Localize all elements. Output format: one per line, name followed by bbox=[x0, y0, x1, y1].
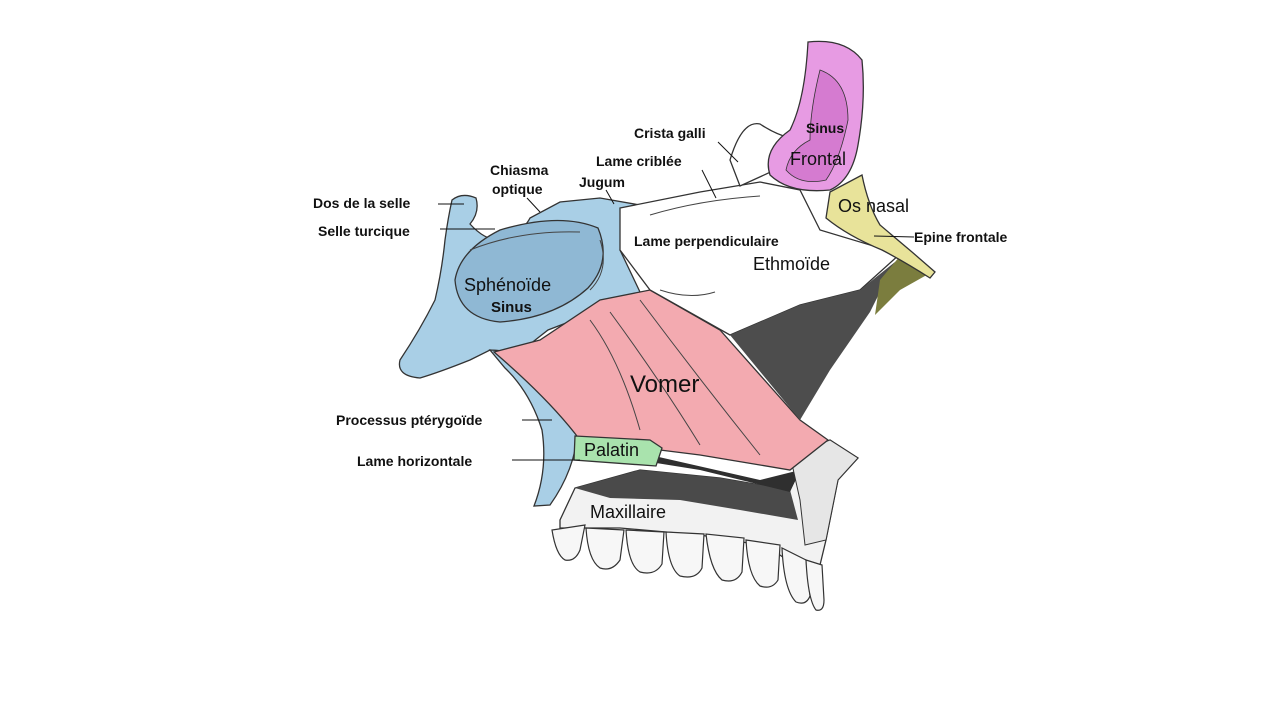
leader-epine-frontale bbox=[873, 235, 915, 238]
labels: Dos de la selle Selle turcique Chiasma o… bbox=[313, 120, 1008, 522]
tooth bbox=[705, 533, 745, 582]
tooth bbox=[781, 547, 811, 604]
tooth bbox=[585, 527, 625, 570]
tooth bbox=[745, 539, 781, 588]
frontal-sinus bbox=[785, 69, 849, 183]
label-dos-de-la-selle: Dos de la selle bbox=[313, 195, 410, 211]
label-sphenoide: Sphénoïde bbox=[464, 275, 551, 295]
tooth bbox=[665, 531, 705, 578]
tooth bbox=[551, 524, 586, 561]
label-epine-frontale: Epine frontale bbox=[914, 229, 1008, 245]
label-os-nasal: Os nasal bbox=[838, 196, 909, 216]
maxilla-speckle bbox=[789, 439, 859, 546]
maxilla-ridge bbox=[650, 455, 800, 492]
leader-crista-galli bbox=[717, 141, 739, 163]
maxilla-shadow bbox=[575, 470, 798, 520]
leader-lame-criblee bbox=[701, 169, 717, 199]
maxilla bbox=[559, 439, 859, 571]
ethmoid bbox=[619, 123, 932, 420]
tooth bbox=[625, 529, 665, 574]
label-maxillaire: Maxillaire bbox=[590, 502, 666, 522]
label-lame-criblee: Lame criblée bbox=[596, 153, 682, 169]
nasal-bone bbox=[825, 174, 936, 279]
label-palatin: Palatin bbox=[584, 440, 639, 460]
label-processus-pterygoide: Processus ptérygoïde bbox=[336, 412, 482, 428]
label-jugum: Jugum bbox=[579, 174, 625, 190]
palatine-bone bbox=[573, 435, 663, 467]
teeth bbox=[551, 524, 825, 611]
label-lame-horizontale: Lame horizontale bbox=[357, 453, 472, 469]
label-frontal: Frontal bbox=[790, 149, 846, 169]
label-chiasma-line1: Chiasma bbox=[490, 162, 549, 178]
frontal-bone bbox=[767, 40, 864, 192]
ethmoid-dark-region bbox=[730, 262, 895, 420]
ethmoid-sketch bbox=[649, 195, 761, 296]
leader-lines bbox=[438, 141, 915, 461]
ethmoid-plate bbox=[619, 181, 902, 336]
label-ethmoide: Ethmoïde bbox=[753, 254, 830, 274]
sphenoid-sketch bbox=[469, 231, 604, 291]
label-crista-galli: Crista galli bbox=[634, 125, 706, 141]
vomer-grooves bbox=[589, 299, 761, 456]
label-vomer: Vomer bbox=[630, 371, 699, 398]
label-sinus-sphenoide: Sinus bbox=[491, 299, 532, 316]
leader-jugum bbox=[605, 189, 615, 205]
label-sinus-frontal: Sinus bbox=[806, 120, 844, 136]
nasal-body bbox=[825, 174, 936, 279]
label-chiasma-line2: optique bbox=[492, 181, 543, 197]
label-lame-perpendiculaire: Lame perpendiculaire bbox=[634, 233, 779, 249]
label-selle-turcique: Selle turcique bbox=[318, 223, 410, 239]
tooth bbox=[805, 559, 825, 611]
leader-chiasma bbox=[526, 197, 541, 213]
palatine-body bbox=[573, 435, 663, 467]
